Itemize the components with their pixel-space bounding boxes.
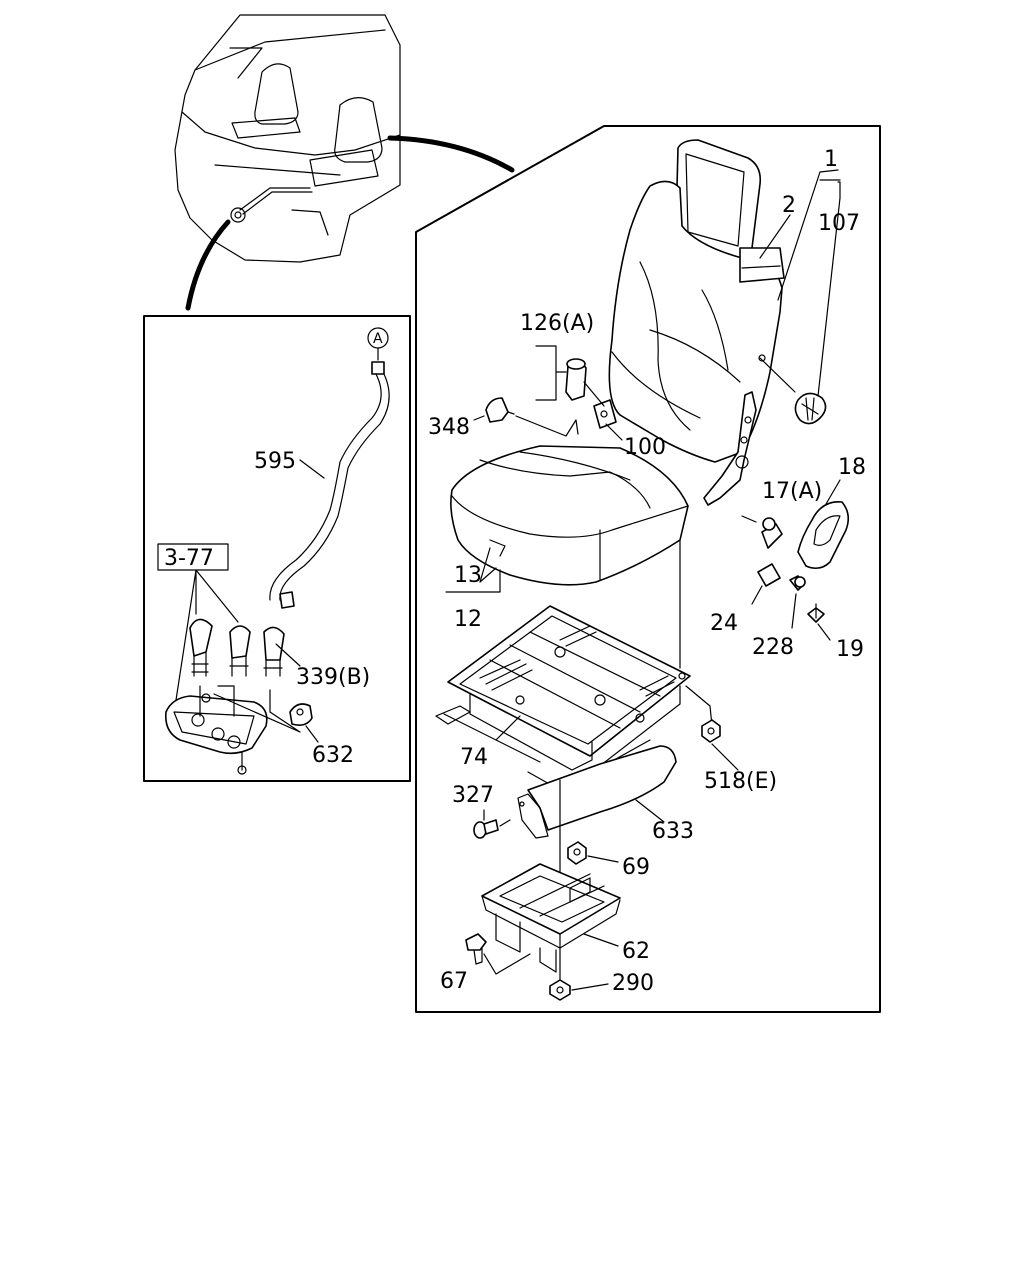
seat-back [608, 139, 827, 506]
label-62: 62 [622, 939, 650, 964]
leader-327 [483, 809, 511, 827]
leader-cab-to-seat [387, 135, 515, 173]
leader-126a [555, 371, 605, 407]
leader-69 [587, 855, 619, 863]
inset-parts [164, 327, 390, 775]
reference-a-label: A [373, 331, 383, 347]
label-107: 107 [818, 211, 860, 236]
seat-cushion [450, 445, 689, 586]
label-290: 290 [612, 971, 654, 996]
label-348: 348 [428, 415, 470, 440]
leader-24 [751, 585, 763, 605]
leader-228 [791, 593, 797, 629]
cab-overview [174, 14, 401, 263]
label-377: 3-77 [164, 546, 214, 571]
leader-62 [583, 933, 619, 947]
inset-frame [143, 315, 411, 782]
leader-2 [759, 214, 791, 259]
main-frame [415, 125, 881, 1013]
base-62 [481, 863, 621, 973]
label-595: 595 [254, 449, 296, 474]
leader-18 [825, 479, 841, 505]
leader-hinge [515, 415, 579, 437]
leader-1 [777, 169, 839, 301]
handle-parts [757, 501, 850, 623]
leader-290 [571, 983, 609, 991]
label-74: 74 [460, 745, 488, 770]
label-69: 69 [622, 855, 650, 880]
label-19: 19 [836, 637, 864, 662]
leader-518e [685, 685, 713, 727]
leader-107 [817, 181, 841, 397]
label-100: 100 [624, 435, 666, 460]
leader-595 [299, 459, 325, 479]
leader-633 [635, 799, 665, 823]
back-hardware [485, 358, 617, 429]
leader-348 [473, 415, 485, 421]
leader-100 [605, 423, 623, 441]
label-12: 12 [454, 607, 482, 632]
label-126a: 126(A) [520, 311, 594, 336]
bolt-67 [465, 933, 487, 965]
leader-632 [305, 725, 319, 743]
label-1: 1 [824, 147, 838, 172]
label-18: 18 [838, 455, 866, 480]
label-339b: 339(B) [296, 665, 370, 690]
leader-518e-lower [711, 743, 739, 771]
label-518e: 518(E) [704, 769, 777, 794]
leader-cab-to-inset [185, 219, 231, 311]
label-17a: 17(A) [762, 479, 822, 504]
seat-frame [435, 605, 691, 791]
label-13: 13 [454, 563, 482, 588]
nut-69 [567, 841, 587, 865]
leader-126a-bracket [535, 345, 557, 401]
part-labels: 1 2 107 126(A) 348 100 18 17(A) 13 12 24… [157, 147, 866, 996]
leader-377 [175, 569, 239, 701]
label-633: 633 [652, 819, 694, 844]
leader-74 [495, 715, 521, 741]
label-327: 327 [452, 783, 494, 808]
nut-518e [701, 719, 721, 743]
nut-290 [549, 979, 571, 1001]
label-632: 632 [312, 743, 354, 768]
label-228: 228 [752, 635, 794, 660]
label-24: 24 [710, 611, 738, 636]
label-67: 67 [440, 969, 468, 994]
leader-inset-hoses [199, 685, 301, 733]
label-2: 2 [782, 193, 796, 218]
leader-13-12 [445, 547, 501, 593]
cover-633 [517, 745, 677, 839]
leader-339b [275, 643, 301, 667]
leader-67 [483, 953, 531, 975]
leader-17a [741, 515, 757, 523]
bolt-327 [473, 819, 499, 839]
leader-19 [817, 623, 831, 641]
label-377-box [157, 543, 229, 571]
